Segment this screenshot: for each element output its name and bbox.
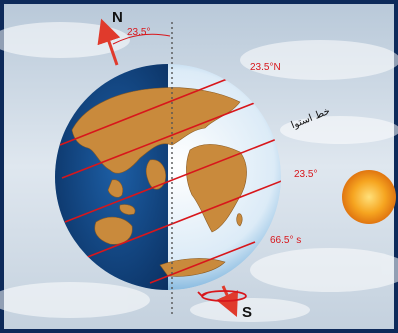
continents [71,87,247,277]
rotation-arrow-icon [197,290,247,302]
south-label: S [242,304,253,321]
clouds [0,22,398,322]
south-axis-arrow [216,285,239,317]
north-label: N [112,9,123,26]
antarctic-label: 66.5° s [270,235,302,246]
axis-tilt-label: 23.5° [127,27,151,38]
tropic-north-label: 23.5°N [250,62,281,73]
tropic-south-label: 23.5° [294,169,318,180]
north-axis-arrow [97,18,121,66]
equator-line [64,136,281,223]
tilt-angle-arc [112,33,171,45]
tropic-north-line [61,94,276,179]
antarctic-line [149,241,256,284]
globe [55,64,281,290]
tropic-south-line [84,179,281,259]
sun-icon [342,170,396,224]
